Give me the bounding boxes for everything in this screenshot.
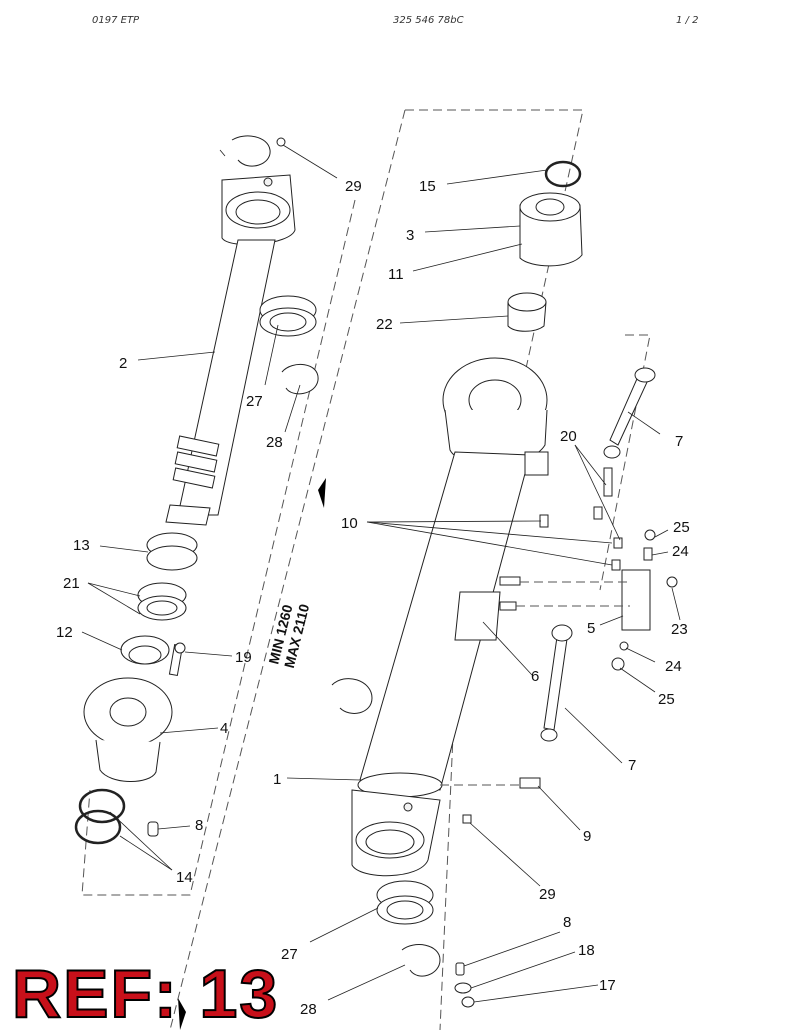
callout-14: 14 — [176, 869, 193, 886]
callout-19: 19 — [235, 649, 252, 666]
callout-3: 3 — [406, 227, 414, 244]
callout-11: 11 — [388, 266, 404, 283]
piston-rod-assembly — [74, 135, 319, 845]
callout-15: 15 — [419, 178, 436, 195]
header-part-number: 325 546 78bC — [393, 15, 464, 26]
callout-7-top: 7 — [675, 433, 683, 450]
callout-29-top: 29 — [345, 178, 362, 195]
leader-lines — [81, 144, 681, 1003]
callout-10: 10 — [341, 515, 358, 532]
callout-29-bottom: 29 — [539, 886, 556, 903]
callout-labels: 1 2 3 4 5 6 7 7 8 8 9 10 11 12 13 14 15 … — [56, 178, 690, 1018]
callout-28-bottom: 28 — [300, 1001, 317, 1018]
callout-4: 4 — [220, 720, 228, 737]
callout-20: 20 — [560, 428, 577, 445]
callout-27-top: 27 — [246, 393, 263, 410]
callout-7-bottom: 7 — [628, 757, 636, 774]
callout-1: 1 — [273, 771, 281, 788]
dimension-arrow-top-icon — [318, 478, 326, 508]
cylinder-tube-assembly — [276, 137, 678, 1008]
callout-17: 17 — [599, 977, 616, 994]
callout-28-top: 28 — [266, 434, 283, 451]
dashed-boundaries — [81, 109, 651, 1031]
callout-27-bottom: 27 — [281, 946, 298, 963]
header-page-number: 1 / 2 — [676, 15, 699, 26]
callout-13: 13 — [73, 537, 90, 554]
callout-23: 23 — [671, 621, 688, 638]
callout-2: 2 — [119, 355, 127, 372]
callout-21: 21 — [63, 575, 80, 592]
callout-12: 12 — [56, 624, 73, 641]
dimension-text: MIN 1260 MAX 2110 — [265, 602, 312, 670]
dimension-arrow-bottom-icon — [178, 998, 186, 1030]
callout-24-top: 24 — [672, 543, 689, 560]
callout-18: 18 — [578, 942, 595, 959]
callout-5: 5 — [587, 620, 595, 637]
header-doc-code: 0197 ETP — [92, 15, 140, 26]
callout-9: 9 — [583, 828, 591, 845]
callout-25-bottom: 25 — [658, 691, 675, 708]
reference-number: REF: 13 — [11, 956, 280, 1032]
callout-22: 22 — [376, 316, 393, 333]
callout-24-bottom: 24 — [665, 658, 682, 675]
callout-25-top: 25 — [673, 519, 690, 536]
callout-6: 6 — [531, 668, 539, 685]
callout-8-bottom: 8 — [563, 914, 571, 931]
callout-8-left: 8 — [195, 817, 203, 834]
